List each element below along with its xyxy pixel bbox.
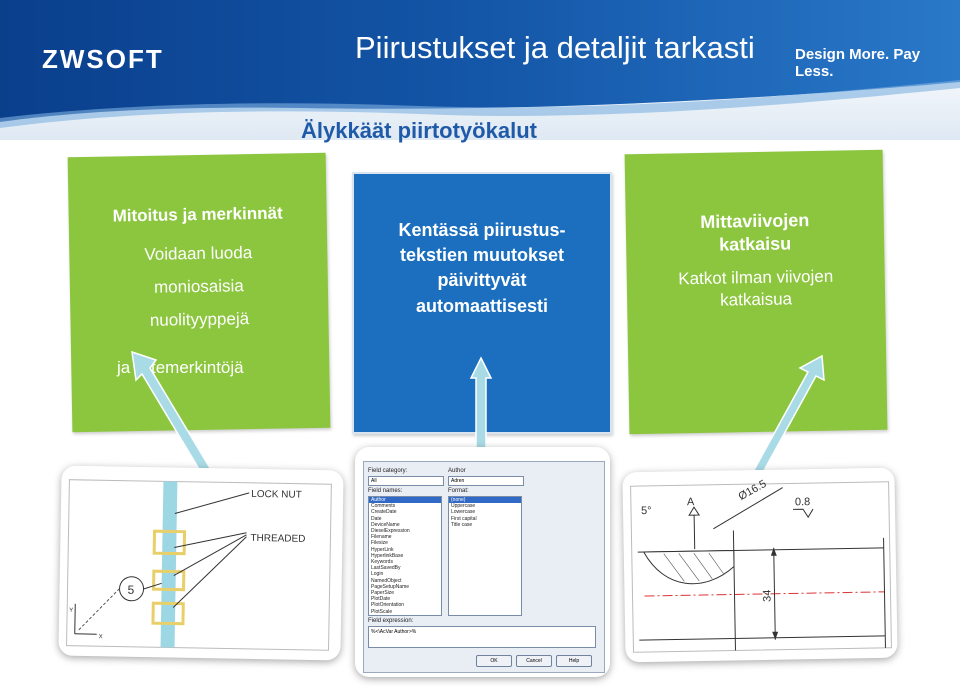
field-dialog-thumbnail: Field category: All Author Adren Field n… — [355, 447, 610, 677]
card-line: tekstien muutokset — [399, 245, 565, 266]
axis-y-label: Y — [69, 608, 73, 614]
help-button[interactable]: Help — [556, 655, 592, 667]
label-threaded: THREADED — [250, 533, 305, 545]
card-line: automaattisesti — [415, 295, 549, 316]
field-name-item[interactable]: Login — [371, 571, 384, 578]
dimension-value: 34 — [761, 590, 773, 602]
author-label: Author — [448, 468, 466, 474]
arrow-right — [752, 354, 825, 475]
field-expression-label: Field expression: — [368, 618, 414, 624]
balloon-number: 5 — [127, 583, 134, 597]
section-subtitle: Älykkäät piirtotyökalut — [301, 118, 537, 143]
leader-drawing: LOCK NUT THREADED 5 Y X — [66, 479, 332, 651]
shaft-drawing: 5° A Ø16.5 0.8 34 — [630, 478, 892, 653]
field-name-item[interactable]: PlotOrientation — [371, 602, 405, 609]
field-names-label: Field names: — [368, 488, 403, 494]
field-name-item[interactable]: Keywords — [371, 559, 393, 566]
field-name-item[interactable]: DeviceName — [371, 521, 400, 528]
card-fields-text: Kentässä piirustus- tekstien muutokset p… — [354, 218, 610, 319]
ok-button[interactable]: OK — [476, 655, 512, 667]
format-label: Format: — [448, 488, 469, 494]
field-name-item[interactable]: LastSavedBy — [371, 565, 401, 572]
cancel-button[interactable]: Cancel — [516, 655, 552, 667]
field-name-item[interactable]: Comments — [371, 503, 396, 510]
header-banner: ZWSOFT Piirustukset ja detaljit tarkasti… — [0, 0, 960, 140]
field-name-item[interactable]: Filename — [371, 534, 392, 541]
author-value-field[interactable]: Adren — [448, 476, 524, 486]
format-item[interactable]: First capital — [451, 515, 477, 522]
drawing-thumbnail-dimension-break: 5° A Ø16.5 0.8 34 — [622, 467, 898, 663]
format-item[interactable]: (none) — [449, 497, 521, 504]
page-title: Piirustukset ja detaljit tarkasti — [355, 30, 755, 65]
label-lock-nut: LOCK NUT — [251, 489, 302, 501]
axis-x-label: X — [99, 634, 103, 640]
field-expression-box[interactable]: %<\AcVar Author>% — [368, 626, 596, 648]
card-line: päivittyvät — [437, 270, 527, 291]
field-category-select[interactable]: All — [368, 476, 444, 486]
field-name-item[interactable]: Filesize — [371, 540, 388, 547]
field-dialog: Field category: All Author Adren Field n… — [363, 461, 605, 673]
angle-label: 5° — [641, 505, 652, 517]
header-swoosh — [0, 0, 960, 128]
zwsoft-logo: ZWSOFT — [42, 44, 164, 74]
field-name-item[interactable]: DieselExpression — [371, 528, 410, 535]
drawing-thumbnail-leaders: LOCK NUT THREADED 5 Y X — [58, 465, 344, 661]
tagline: Design More. Pay Less. — [795, 46, 921, 80]
field-category-label: Field category: — [368, 468, 408, 474]
field-name-item[interactable]: PaperSize — [371, 590, 395, 597]
datum-label: A — [687, 496, 695, 508]
format-item[interactable]: Title case — [451, 521, 473, 528]
field-name-item[interactable]: NamedObject — [371, 577, 402, 584]
roughness-label: 0.8 — [795, 496, 811, 508]
field-name-item[interactable]: CreateDate — [371, 509, 397, 516]
field-name-item[interactable]: Date — [371, 515, 382, 522]
field-name-item[interactable]: PageSetupName — [371, 583, 410, 590]
field-name-item[interactable]: PlotScale — [371, 608, 393, 615]
field-name-item[interactable]: HyperLink — [371, 546, 394, 553]
format-item[interactable]: Lowercase — [451, 509, 476, 516]
field-name-item[interactable]: Author — [369, 497, 441, 504]
arrow-left — [131, 350, 211, 476]
field-name-item[interactable]: PlotDate — [371, 596, 391, 603]
card-line: Kentässä piirustus- — [398, 220, 566, 240]
field-name-item[interactable]: HyperlinkBase — [371, 552, 404, 559]
format-item[interactable]: Uppercase — [451, 503, 476, 510]
